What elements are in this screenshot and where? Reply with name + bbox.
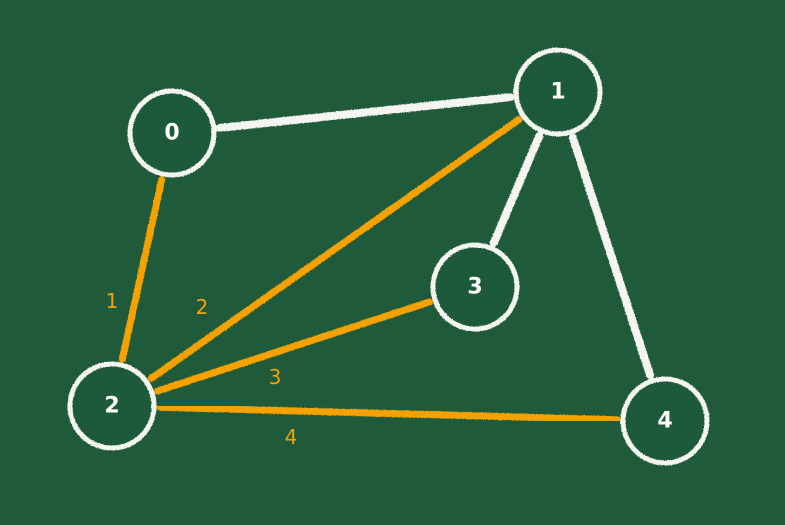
- edge-labels-layer: 1 2 3 4: [106, 289, 298, 449]
- edge-weight-label-2-1: 2: [196, 295, 209, 319]
- node-3: 3: [430, 242, 520, 332]
- edge-2-3-highlighted: [154, 298, 433, 395]
- edge-2-4-highlighted: [156, 403, 621, 424]
- node-2: 2: [67, 361, 157, 451]
- edge-1-3: [489, 132, 544, 247]
- edge-0-1: [215, 93, 515, 132]
- node-1: 1: [513, 47, 603, 137]
- node-circle-1: [513, 47, 603, 137]
- edges-layer: [118, 93, 655, 424]
- node-label-1: 1: [550, 80, 565, 105]
- node-label-0: 0: [164, 121, 179, 146]
- edge-2-1-highlighted: [147, 116, 523, 382]
- node-circle-4: [620, 376, 710, 466]
- nodes-layer: 0 1 2 3 4: [67, 47, 710, 466]
- node-circle-3: [430, 242, 520, 332]
- node-label-4: 4: [657, 409, 672, 434]
- node-0: 0: [127, 88, 217, 178]
- edge-weight-label-0-2: 1: [106, 289, 119, 313]
- node-label-3: 3: [467, 275, 482, 300]
- edge-0-2-highlighted: [118, 176, 166, 363]
- edge-weight-label-2-3: 3: [269, 365, 282, 389]
- edge-weight-label-2-4: 4: [285, 425, 298, 449]
- edge-1-4: [568, 133, 655, 380]
- node-circle-0: [127, 88, 217, 178]
- node-label-2: 2: [104, 394, 119, 419]
- node-circle-2: [67, 361, 157, 451]
- node-4: 4: [620, 376, 710, 466]
